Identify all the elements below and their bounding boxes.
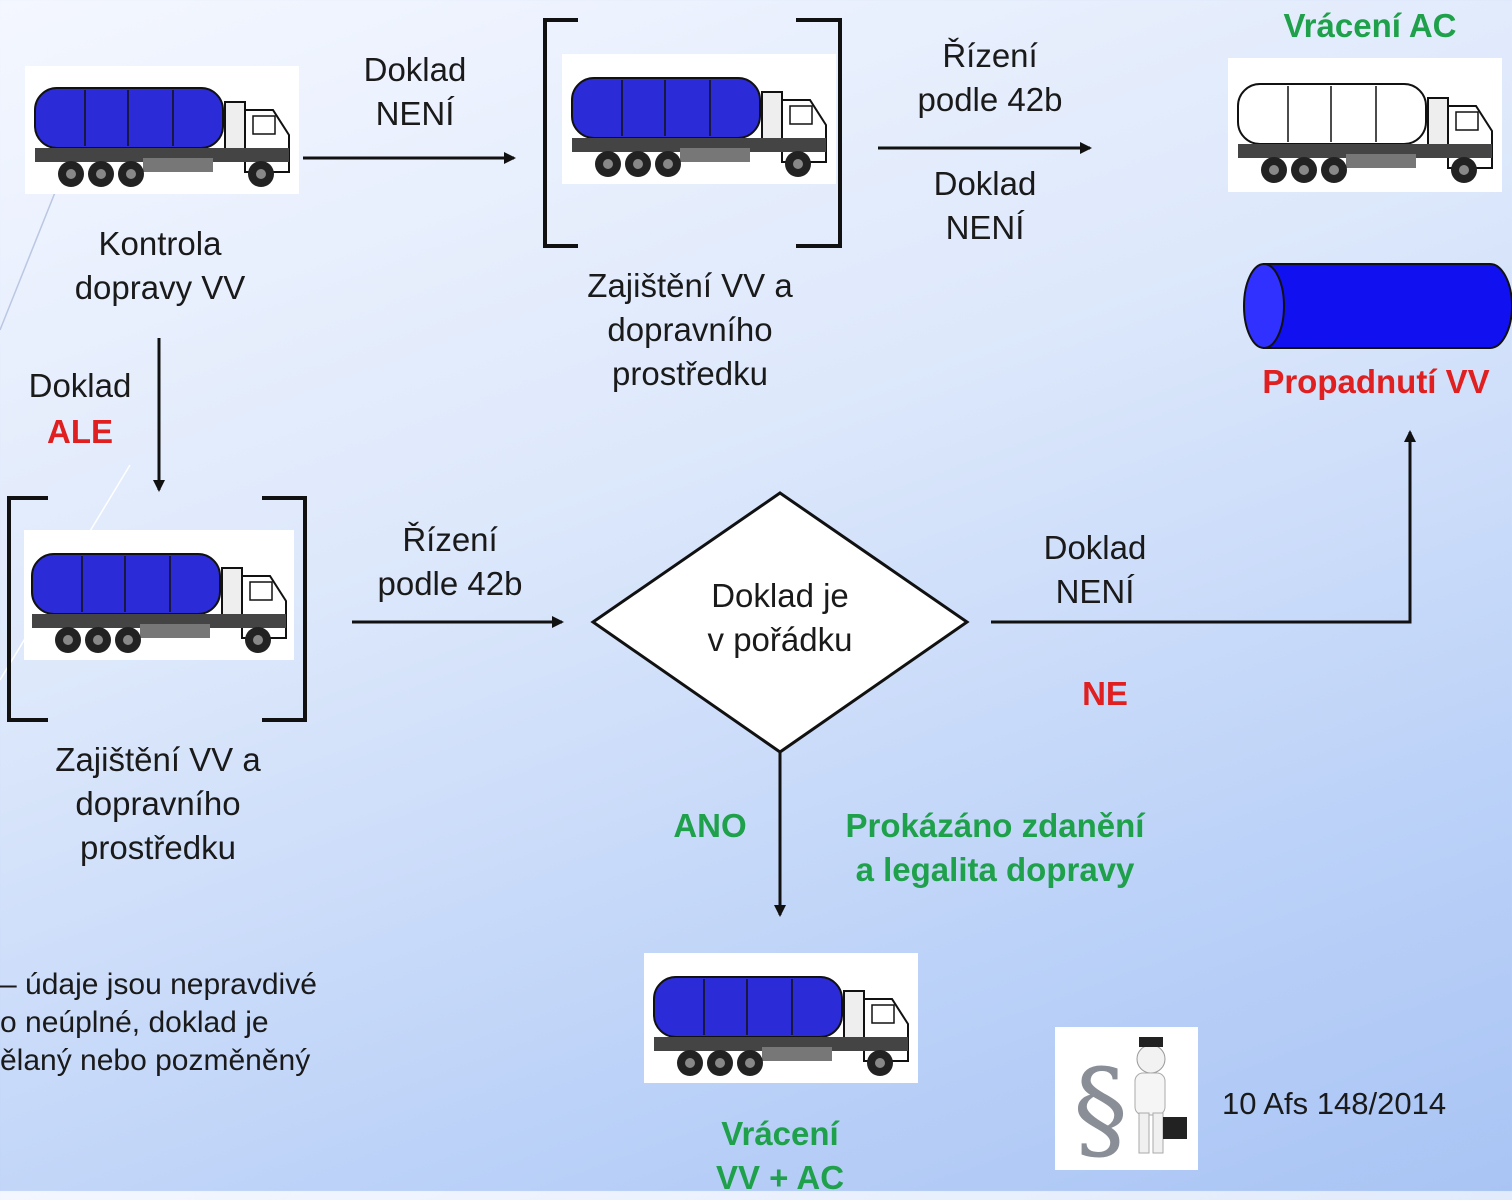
node-vraceni-ac: Vrácení AC [1283,7,1457,44]
edge-label-ano: ANO [673,807,747,844]
node-zajisteni-left: Zajištění VV a dopravního prostředku [55,741,261,866]
svg-text:§: § [1073,1045,1128,1170]
bracket-left-left [7,496,48,722]
edge-label-prokazano: Prokázáno zdanění a legalita dopravy [845,807,1145,888]
truck-icon [1237,83,1493,184]
bracket-right-left [262,496,307,722]
truck-icon [31,553,287,654]
edge-label-top-doklad-neni-2: Doklad NENÍ [933,165,1037,246]
cylinder-icon [1243,263,1512,349]
truck-icon [571,77,827,178]
edge-label-left-ale: ALE [47,413,113,450]
law-person-icon: § [1055,1027,1198,1173]
node-propadnuti: Propadnutí VV [1262,363,1490,400]
edge-label-left-doklad: Doklad [28,367,132,404]
bracket-left-top [543,18,578,248]
truck-image-vraceni-ac [1228,58,1502,192]
node-vraceni-vv-ac: Vrácení VV + AC [715,1115,845,1196]
decision-label: Doklad je v pořádku [707,577,853,658]
decision-diamond [590,491,970,754]
truck-image-kontrola [25,66,299,194]
node-kontrola: Kontrola dopravy VV [74,225,246,306]
truck-icon [653,976,909,1077]
reference-text: 10 Afs 148/2014 [1222,1086,1447,1121]
edge-label-right-doklad-neni: Doklad NENÍ [1043,529,1147,610]
edge-label-top-rizeni: Řízení podle 42b [917,37,1063,118]
edge-label-ne: NE [1082,675,1128,712]
bracket-right-top [796,18,842,248]
truck-image-vraceni-vv-ac [644,953,918,1083]
truck-image-zajisteni-top [562,54,836,184]
edge-label-mid-rizeni: Řízení podle 42b [377,521,523,602]
arrow-decision-to-propadnuti [991,430,1416,624]
node-zajisteni-top: Zajištění VV a dopravního prostředku [587,267,793,392]
truck-image-zajisteni-left [24,530,294,660]
truck-icon [34,87,290,188]
edge-label-top-doklad-neni: Doklad NENÍ [363,51,467,132]
footnote-text: – údaje jsou nepravdivé o neúplné, dokla… [0,968,317,1077]
